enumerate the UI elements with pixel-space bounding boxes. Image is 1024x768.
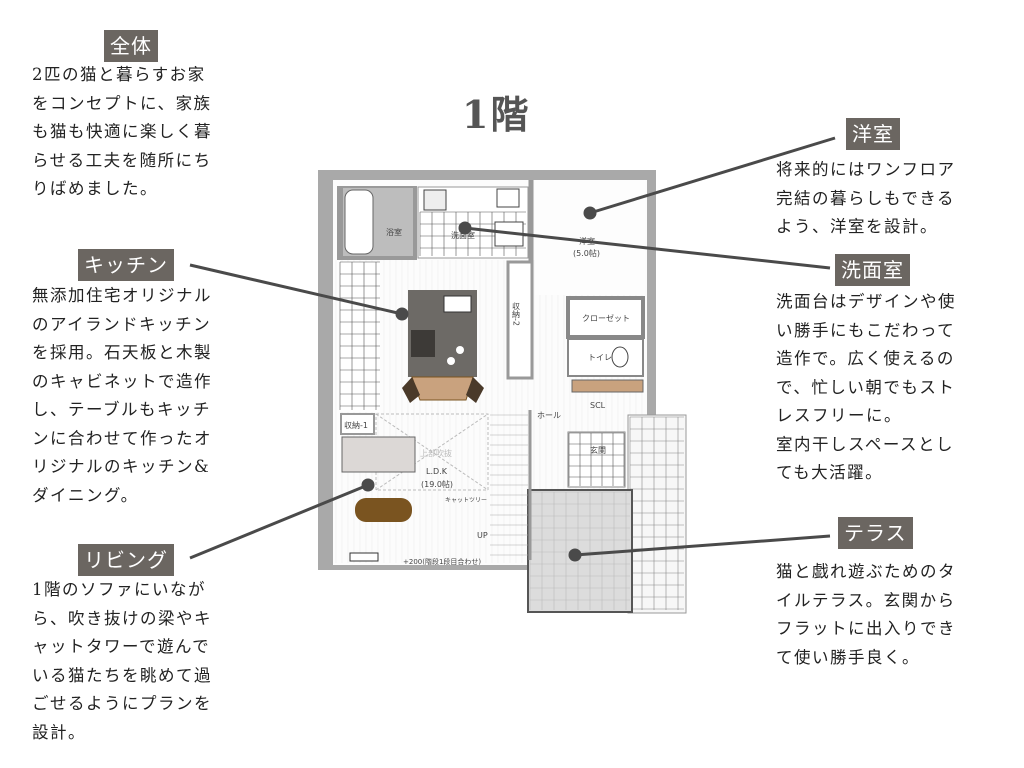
description-line: 2匹の猫と暮らすお家 [32, 65, 206, 84]
toilet-bowl [611, 346, 629, 368]
dining-table [411, 376, 474, 401]
chair [402, 377, 420, 403]
kitchen-callout-dot [395, 307, 409, 321]
living-description: 1階のソファにいながら、吹き抜けの梁やキャットタワーで遊んでいる猫たちを眺めて過… [32, 576, 212, 747]
description-line: い勝手にもこだわって [776, 320, 956, 340]
kitchen-callout-line [189, 263, 403, 316]
description-line: 将来的にはワンフロア [776, 160, 956, 179]
description-line: りばめました。 [32, 179, 158, 198]
description-line: のキャビネットで造作 [32, 371, 212, 391]
label-washroom: 洗面室 [451, 230, 475, 240]
chair [466, 377, 484, 403]
kitchen-tag: キッチン [78, 249, 174, 281]
overall-description: 2匹の猫と暮らすお家をコンセプトに、家族も猫も快適に楽しく暮らせる工夫を随所にち… [32, 61, 212, 204]
description-line: で、忙しい朝でもスト [776, 377, 956, 397]
label-entrance: 玄関 [590, 445, 606, 455]
description-line: いる猫たちを眺めて過 [32, 665, 212, 685]
closet [566, 296, 645, 339]
description-line: 造作で。広く使えるの [776, 349, 955, 368]
description-line: 洗面台はデザインや使 [776, 292, 956, 311]
label-toilet: トイレ [588, 353, 612, 362]
page-title: 1階 [462, 92, 531, 137]
description-line: 完結の暮らしもできる [776, 188, 956, 208]
washroom-callout-dot [458, 221, 472, 235]
western-callout-line [589, 136, 836, 215]
terrace-callout-line [574, 534, 831, 557]
label-cat-tree: キャットツリー [445, 497, 487, 504]
terrace-callout-dot [568, 548, 582, 562]
western-callout-dot [583, 206, 597, 220]
label-western-size: (5.0帖) [573, 248, 600, 258]
description-line: ても大活躍。 [776, 463, 884, 482]
western-description: 将来的にはワンフロア完結の暮らしもできるよう、洋室を設計。 [776, 156, 956, 242]
bathtub [344, 189, 374, 255]
description-line: ら、吹き抜けの梁やキ [32, 608, 212, 628]
washroom-callout-line [464, 226, 831, 270]
washroom-description: 洗面台はデザインや使い勝手にもこだわって造作で。広く使えるので、忙しい朝でもスト… [776, 288, 956, 488]
description-line: も猫も快適に楽しく暮 [32, 122, 212, 141]
label-up: UP [477, 531, 488, 540]
shoe-shelf [571, 379, 644, 393]
description-line: ごせるようにプランを [32, 694, 212, 713]
living-callout-line [189, 483, 369, 560]
overall-tag: 全体 [104, 30, 158, 62]
toilet [567, 338, 644, 377]
living-tag: リビング [78, 544, 174, 576]
wash-basin [496, 188, 520, 208]
description-line: ャットタワーで遊んで [32, 637, 211, 656]
description-line: 設計。 [32, 722, 86, 742]
washroom-tag: 洗面室 [835, 254, 910, 286]
description-line: ンに合わせて作ったオ [32, 428, 212, 448]
description-line: よう、洋室を設計。 [776, 217, 938, 236]
label-storage-2: 収納-2 [512, 301, 521, 326]
side-tile-area [627, 414, 687, 614]
description-line: フラットに出入りでき [776, 619, 956, 638]
kitchen-description: 無添加住宅オリジナルのアイランドキッチンを採用。石天板と木製のキャビネットで造作… [32, 282, 212, 510]
description-line: 室内干しスペースとし [776, 434, 955, 454]
description-line: て使い勝手良く。 [776, 647, 920, 667]
cooktop [411, 330, 435, 357]
sofa [341, 436, 416, 473]
description-line: し、テーブルもキッチ [32, 400, 212, 419]
description-line: ダイニング。 [32, 485, 139, 505]
label-closet: クローゼット [582, 313, 630, 323]
label-ldk: L.D.K [426, 467, 448, 476]
living-table [355, 498, 412, 522]
island-sink [443, 295, 472, 313]
description-line: イルテラス。玄関から [776, 590, 956, 610]
label-storage-1: 収納-1 [344, 420, 368, 430]
description-line: 1階のソファにいなが [32, 580, 206, 599]
description-line: 猫と戯れ遊ぶためのタ [776, 562, 956, 581]
storage-2 [506, 260, 534, 380]
terrace-description: 猫と戯れ遊ぶためのタイルテラス。玄関からフラットに出入りできて使い勝手良く。 [776, 558, 956, 672]
entrance [567, 431, 626, 488]
description-line: のアイランドキッチン [32, 314, 212, 334]
living-callout-dot [361, 478, 375, 492]
description-line: 無添加住宅オリジナル [32, 286, 212, 305]
description-line: レスフリーに。 [776, 406, 902, 425]
label-scl: SCL [590, 401, 606, 410]
label-void: 上部吹抜 [420, 448, 452, 458]
label-stair-note: +200(階段1段目合わせ) [403, 557, 481, 566]
description-line: らせる工夫を随所にち [32, 150, 212, 170]
washer [423, 189, 447, 211]
label-hall: ホール [537, 411, 561, 420]
description-line: リジナルのキッチン& [32, 457, 211, 476]
back-counter [340, 262, 380, 412]
description-line: を採用。石天板と木製 [32, 343, 212, 362]
description-line: をコンセプトに、家族 [32, 93, 212, 113]
storage-1 [340, 413, 375, 435]
label-ldk-size: (19.0帖) [421, 479, 453, 489]
terrace-tag: テラス [838, 517, 913, 549]
label-bath: 浴室 [386, 227, 402, 237]
western-tag: 洋室 [846, 118, 900, 150]
